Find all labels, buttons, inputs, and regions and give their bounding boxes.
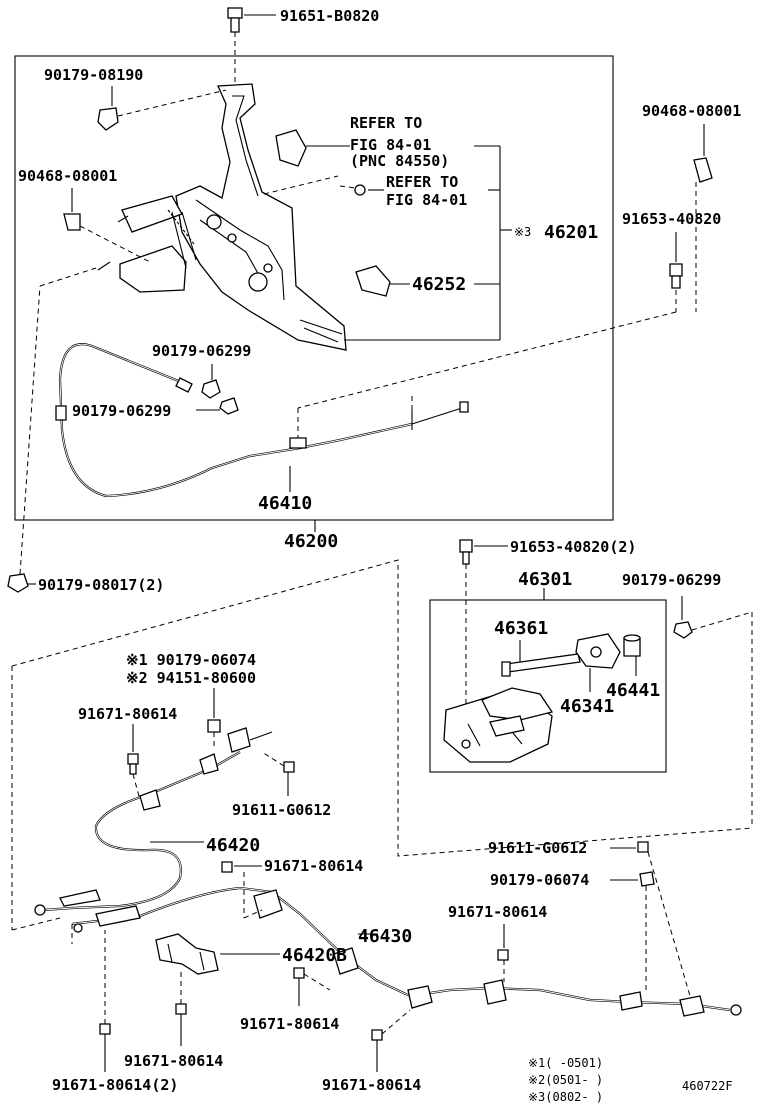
pad-46252 [355, 265, 391, 297]
cable-46430 [71, 886, 742, 1017]
label-mark2: ※2 94151-80600 [126, 669, 256, 687]
bracket-refer-84550 [275, 129, 307, 167]
label-90179-08017: 90179-08017(2) [38, 576, 164, 594]
label-90468-08001-right: 90468-08001 [642, 102, 741, 120]
label-91671-80614-e: 91671-80614 [124, 1052, 223, 1070]
label-46410: 46410 [258, 493, 312, 514]
label-46301: 46301 [518, 569, 572, 590]
label-91671-80614-d: 91671-80614 [240, 1015, 339, 1033]
label-46200: 46200 [284, 531, 338, 552]
label-91671-80614-c: 91671-80614 [448, 903, 547, 921]
label-91671-80614-a: 91671-80614 [78, 705, 177, 723]
label-90468-08001-left: 90468-08001 [18, 167, 117, 185]
note-1: ※1( -0501) [528, 1056, 603, 1070]
clip-90468-08001-right [693, 157, 713, 183]
label-91671-80614-b: 91671-80614 [264, 857, 363, 875]
label-91651-b0820: 91651-B0820 [280, 7, 379, 25]
figure-code: 460722F [682, 1079, 733, 1093]
label-refer-1c: (PNC 84550) [350, 152, 449, 170]
label-46252: 46252 [412, 274, 466, 295]
parking-brake-pedal-bracket [97, 83, 347, 351]
clip-90468-08001-left [63, 213, 81, 231]
bolt-91671-80614-a [127, 753, 139, 775]
label-refer-1b: FIG 84-01 [350, 136, 431, 154]
bolt-91671-80614-e [175, 1003, 187, 1015]
lower-dashed-frame [11, 559, 753, 857]
bolt-91653-40820-upper [669, 263, 683, 289]
label-90179-06299-c: 90179-06299 [622, 571, 721, 589]
bolt-91671-80614-b [221, 861, 233, 873]
bracket-46301 [443, 687, 554, 763]
nut-90179-06299-a [201, 379, 221, 399]
label-mark1: ※1 90179-06074 [126, 651, 256, 669]
pin-46361 [501, 653, 581, 677]
label-refer-2b: FIG 84-01 [386, 191, 467, 209]
label-91611-g0612-b: 91611-G0612 [488, 839, 587, 857]
nut-90179-06299-b [219, 397, 239, 415]
bolt-91671-80614-d [293, 967, 305, 979]
bracket-46201-reference [344, 145, 512, 341]
assembly-46200-box [14, 55, 614, 521]
note-2: ※2(0501- ) [528, 1073, 603, 1087]
label-mark3: ※3 [514, 225, 531, 239]
label-91671-80614-f: 91671-80614(2) [52, 1076, 178, 1094]
bolt-refer-84-01 [354, 184, 366, 196]
bushing-46441 [623, 634, 641, 657]
label-46420b: 46420B [282, 945, 347, 966]
label-46201: 46201 [544, 222, 598, 243]
label-91671-80614-g: 91671-80614 [322, 1076, 421, 1094]
bolt-91671-80614-c [497, 949, 509, 961]
nut-90179-08017 [7, 573, 29, 593]
nut-90179-08190 [97, 107, 119, 131]
label-91653-40820-2: 91653-40820(2) [510, 538, 636, 556]
bolt-91611-g0612-a [283, 761, 295, 773]
note-3: ※3(0802- ) [528, 1090, 603, 1104]
label-refer-2a: REFER TO [386, 173, 458, 191]
bracket-46420b [155, 933, 219, 975]
bolt-91651-b0820 [227, 7, 243, 33]
label-46441: 46441 [606, 680, 660, 701]
label-46341: 46341 [560, 696, 614, 717]
nut-90179-06299-c [673, 621, 693, 639]
label-refer-1a: REFER TO [350, 114, 422, 132]
cable-46420 [34, 727, 273, 916]
label-46361: 46361 [494, 618, 548, 639]
label-91653-40820: 91653-40820 [622, 210, 721, 228]
label-46420: 46420 [206, 835, 260, 856]
bolt-91671-80614-f [99, 1023, 111, 1035]
label-90179-06074: 90179-06074 [490, 871, 589, 889]
bolt-91653-40820-pair [459, 539, 473, 565]
bolt-91671-80614-g [371, 1029, 383, 1041]
label-90179-06299-b: 90179-06299 [72, 402, 171, 420]
nut-90179-06074 [639, 871, 655, 887]
assembly-46301-box [429, 599, 667, 773]
bolt-91611-g0612-b [637, 841, 649, 853]
cable-46410 [55, 343, 469, 498]
lever-46341 [575, 633, 621, 669]
label-46430: 46430 [358, 926, 412, 947]
label-90179-08190: 90179-08190 [44, 66, 143, 84]
label-90179-06299-a: 90179-06299 [152, 342, 251, 360]
label-91611-g0612-a: 91611-G0612 [232, 801, 331, 819]
washer-94151-80600 [207, 719, 221, 733]
